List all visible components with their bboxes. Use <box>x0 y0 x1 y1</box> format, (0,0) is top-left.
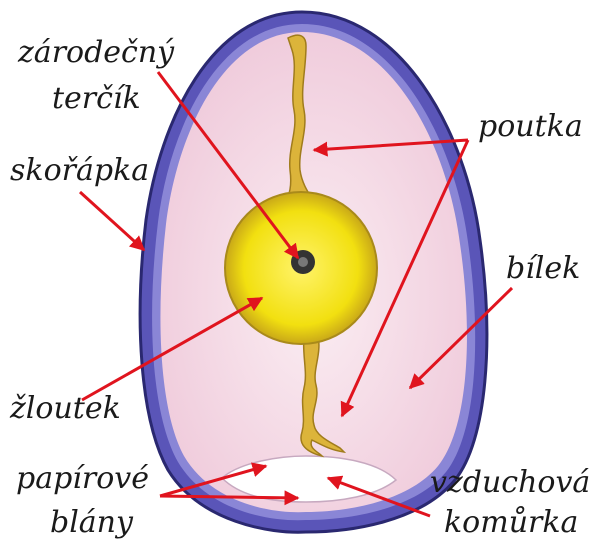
germinal-disc-center <box>298 257 308 267</box>
label-germinal-disc-1: zárodečný <box>18 38 174 68</box>
label-chalazae: poutka <box>478 112 583 142</box>
label-shell: skořápka <box>10 156 149 186</box>
arrow-shell <box>80 192 144 250</box>
label-albumen: bílek <box>506 254 580 284</box>
label-membranes-1: papírové <box>16 464 149 494</box>
label-air-cell-2: komůrka <box>444 508 578 538</box>
arrow-membrane-2 <box>160 496 298 498</box>
label-germinal-disc-2: terčík <box>52 84 141 114</box>
label-yolk: žloutek <box>10 394 121 424</box>
label-membranes-2: blány <box>50 508 133 538</box>
label-air-cell-1: vzduchová <box>430 468 590 498</box>
